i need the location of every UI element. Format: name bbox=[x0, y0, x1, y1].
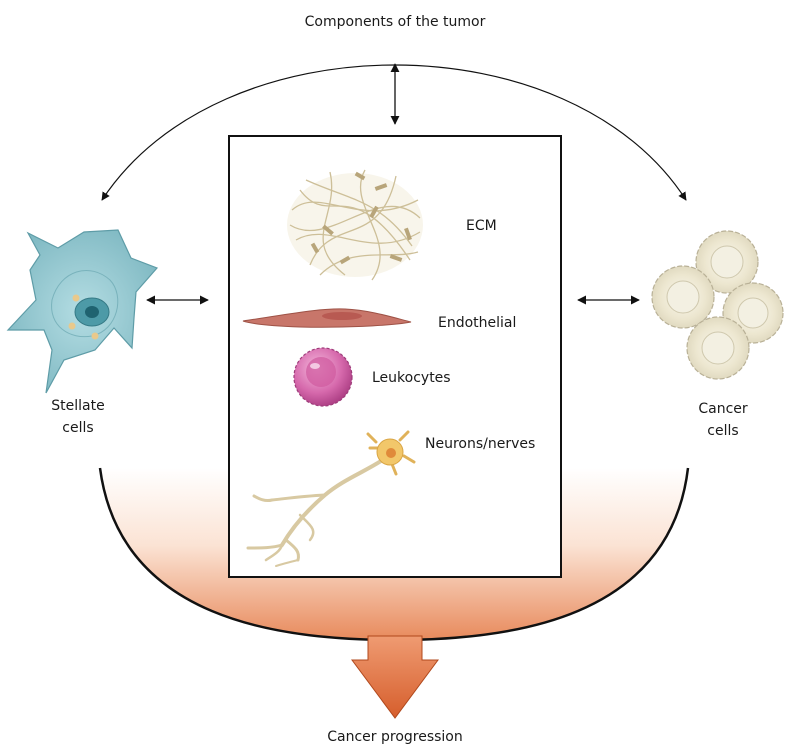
stellate-cells-label: Stellate cells bbox=[28, 395, 128, 439]
endothelial-label: Endothelial bbox=[438, 315, 517, 331]
leukocytes-label: Leukocytes bbox=[372, 370, 451, 386]
diagram-title: Components of the tumor bbox=[304, 14, 486, 30]
cancer-cells-illustration bbox=[651, 230, 784, 380]
progression-arrow bbox=[351, 635, 439, 719]
ecm-label: ECM bbox=[466, 218, 497, 234]
cancer-progression-label: Cancer progression bbox=[327, 729, 463, 745]
cancer-cells-label-line2: cells bbox=[707, 423, 739, 439]
stellate-cells-label-line2: cells bbox=[62, 420, 94, 436]
neuron-illustration bbox=[246, 430, 416, 567]
endothelial-illustration bbox=[242, 308, 412, 328]
stellate-cell-illustration bbox=[6, 229, 159, 394]
stellate-cells-label-line1: Stellate bbox=[51, 398, 105, 414]
neurons-label: Neurons/nerves bbox=[425, 436, 536, 452]
leukocyte-illustration bbox=[293, 347, 353, 407]
cancer-cells-label-line1: Cancer bbox=[698, 401, 748, 417]
ecm-illustration bbox=[287, 169, 423, 281]
cancer-cells-label: Cancer cells bbox=[673, 398, 773, 442]
